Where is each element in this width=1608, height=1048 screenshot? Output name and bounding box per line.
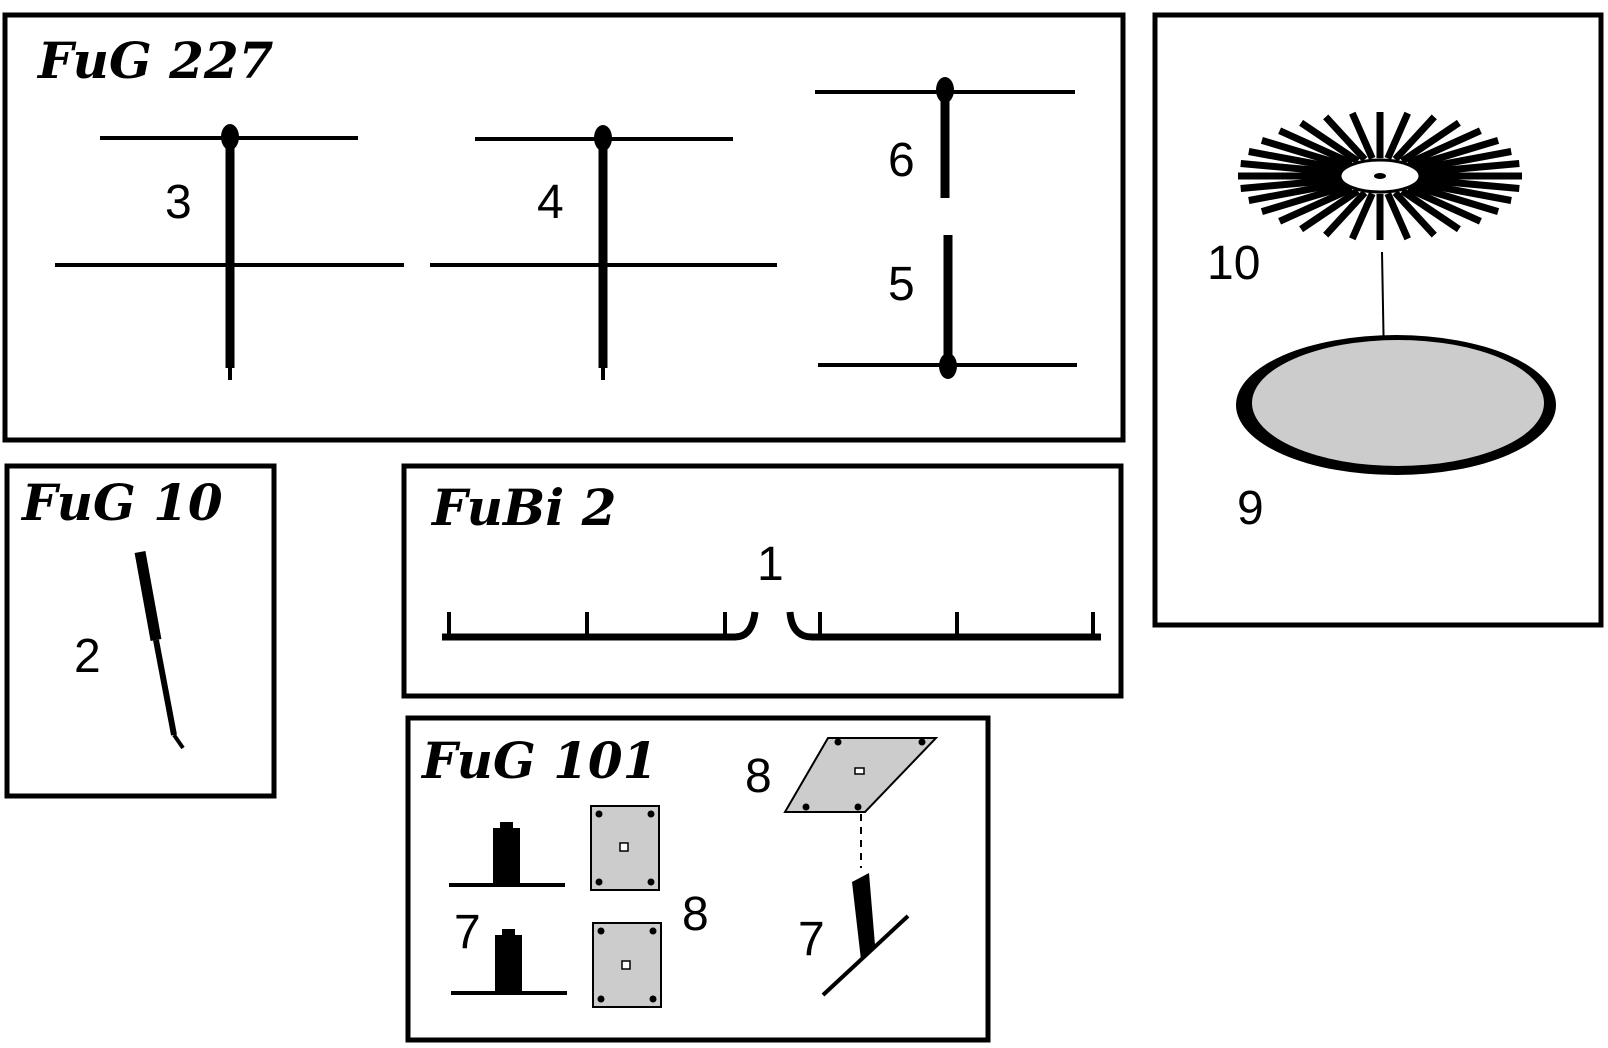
label-9: 9 <box>1237 482 1264 535</box>
rotor-ray <box>1416 148 1512 173</box>
label-10: 10 <box>1207 237 1260 290</box>
rotor-ray <box>1240 160 1342 176</box>
antenna-4-feed-knob <box>594 125 612 151</box>
rotor-ray <box>1384 192 1411 241</box>
panel-fubi2-title: FuBi 2 <box>430 478 616 537</box>
rotor-ray <box>1349 111 1376 160</box>
panel-fug227-title: FuG 227 <box>36 31 274 90</box>
antenna-3-feed-knob <box>221 124 239 150</box>
antenna-6-feed-knob <box>936 77 954 103</box>
label-8-perspective: 8 <box>745 750 772 803</box>
rotor-ray <box>1260 182 1348 215</box>
label-1: 1 <box>757 538 784 591</box>
panel-fubi2-frame <box>401 463 1124 699</box>
rotor-ray <box>1412 137 1500 170</box>
panel-fug10-title: FuG 10 <box>20 473 223 532</box>
rotor-ray <box>1278 127 1354 167</box>
rotating-antenna-10 <box>1238 111 1522 241</box>
label-6: 6 <box>888 134 915 187</box>
antenna-4: 4 <box>430 125 777 380</box>
rotor-ray <box>1418 160 1520 176</box>
rotor-ray <box>1384 111 1411 160</box>
rotor-ray <box>1248 148 1344 173</box>
rotor-ray <box>1323 114 1368 162</box>
label-4: 4 <box>537 176 564 229</box>
rotor-ray <box>1260 137 1348 170</box>
label-8-lower: 8 <box>682 888 709 941</box>
panel-fug227: FuG 227 3 4 6 <box>2 12 1126 443</box>
rotor-ray <box>1248 179 1344 204</box>
fubi2-left-rail <box>442 611 759 641</box>
rotor-ray <box>1412 182 1500 215</box>
altimeter-antenna-slanted <box>821 873 910 997</box>
fubi2-right-rail <box>786 611 1101 641</box>
label-7-left: 7 <box>454 906 481 959</box>
panel-fug101-frame <box>405 715 991 1043</box>
panel-fug10-frame <box>4 463 277 799</box>
panel-right: 10 9 <box>1152 12 1604 628</box>
altimeter-antenna-lower <box>451 929 567 995</box>
panel-fug101: FuG 101 7 <box>405 715 991 1043</box>
panel-fug10: FuG 10 2 <box>4 463 277 799</box>
rotor-ray <box>1406 185 1482 225</box>
antenna-6: 6 <box>815 77 1075 198</box>
rotor-ray <box>1406 127 1482 167</box>
ground-plate-perspective <box>783 737 939 813</box>
rotor-ray <box>1418 176 1520 192</box>
ground-plate-upper <box>590 805 660 891</box>
rotor-ray <box>1392 114 1437 162</box>
whip-antenna-2 <box>134 551 185 750</box>
panel-fug101-title: FuG 101 <box>420 731 657 790</box>
label-7-right: 7 <box>798 913 825 966</box>
rotor-ray <box>1299 119 1360 165</box>
panel-right-frame <box>1152 12 1604 628</box>
rotor-ray <box>1278 185 1354 225</box>
rotor-ray <box>1299 187 1360 233</box>
rotor-ray <box>1349 192 1376 241</box>
antenna-5: 5 <box>818 235 1077 379</box>
rotor-ray <box>1416 179 1512 204</box>
label-5: 5 <box>888 258 915 311</box>
rotor-ray <box>1323 190 1368 238</box>
antenna-3: 3 <box>55 124 404 380</box>
altimeter-antenna-upper <box>449 822 565 887</box>
rotor-ray <box>1240 176 1342 192</box>
rotor-ray <box>1392 190 1437 238</box>
rotor-ray <box>1400 187 1461 233</box>
rotor-ray <box>1400 119 1461 165</box>
panel-fubi2: FuBi 2 1 <box>401 463 1124 699</box>
label-2: 2 <box>74 630 101 683</box>
label-3: 3 <box>165 176 192 229</box>
ground-plate-lower <box>592 922 662 1008</box>
panel-fug227-frame <box>2 12 1126 443</box>
reflector-dish-9 <box>1236 335 1556 475</box>
antenna-5-feed-knob <box>939 353 957 379</box>
